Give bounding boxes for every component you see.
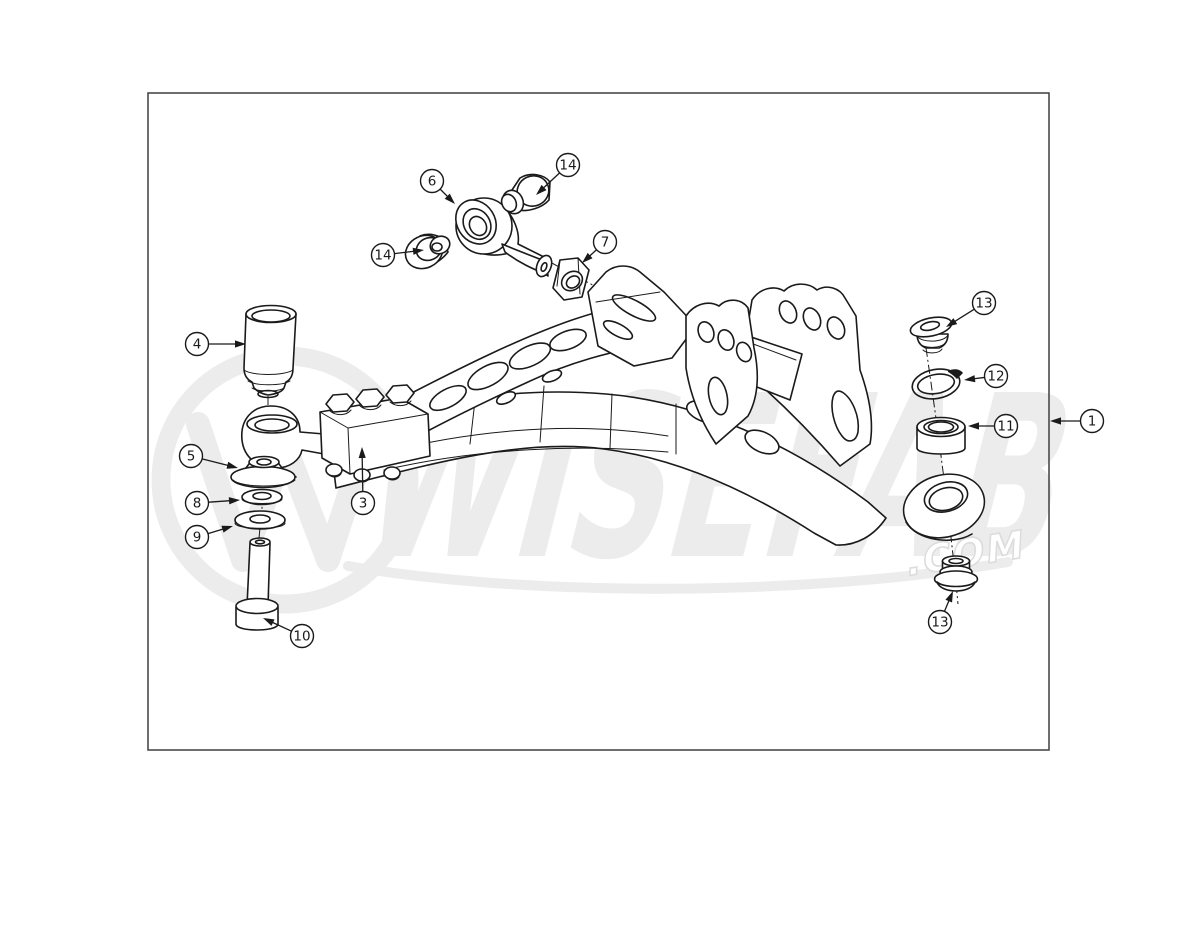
callout-circle xyxy=(971,290,997,316)
callout-number: 10 xyxy=(293,629,310,645)
callout-4: 4 xyxy=(184,331,246,357)
callout-number: 7 xyxy=(601,235,610,251)
part-cone-washer xyxy=(230,455,297,489)
callout-arrowhead-icon xyxy=(1050,417,1061,425)
callout-14: 14 xyxy=(536,152,581,195)
callout-arrowhead-icon xyxy=(945,591,953,603)
callout-arrowhead-icon xyxy=(968,422,979,430)
part-washer-large xyxy=(234,510,286,530)
part-rod-end-inner xyxy=(241,405,325,469)
part-cone-spacer-top xyxy=(500,173,551,215)
part-spherical-bushing xyxy=(916,416,966,455)
callout-arrowhead-icon xyxy=(358,447,366,459)
callout-number: 9 xyxy=(193,530,202,546)
callout-8: 8 xyxy=(184,490,240,516)
callout-arrowhead-icon xyxy=(412,247,424,255)
callout-number: 1 xyxy=(1088,414,1097,430)
callout-circle xyxy=(370,242,396,268)
drawing-frame xyxy=(147,92,1050,751)
callout-number: 4 xyxy=(193,337,202,353)
callout-13: 13 xyxy=(927,591,953,635)
part-ring-end xyxy=(902,473,986,542)
drawing-layer xyxy=(230,173,986,631)
callout-leader-line xyxy=(541,172,561,191)
part-pivot-bolt xyxy=(235,537,279,631)
callout-number: 13 xyxy=(975,296,992,312)
callout-number: 11 xyxy=(997,419,1014,435)
callout-arrowhead-icon xyxy=(226,461,238,469)
callout-3: 3 xyxy=(350,447,376,516)
callout-6: 6 xyxy=(419,168,455,204)
part-clamp-block xyxy=(319,384,431,483)
callout-arrowhead-icon xyxy=(582,252,593,263)
callout-leader-line xyxy=(208,499,233,503)
callout-leader-line xyxy=(394,250,417,255)
callout-circle xyxy=(927,609,953,635)
part-spacer-sleeve xyxy=(243,304,297,399)
part-snap-ring xyxy=(911,368,963,400)
part-rod-end-upper xyxy=(454,197,553,278)
callout-circle xyxy=(993,413,1019,439)
callout-1: 1 xyxy=(1050,408,1105,434)
callout-circle xyxy=(555,152,581,178)
callout-arrowhead-icon xyxy=(221,525,233,533)
clamp-bolt-tip-icon xyxy=(325,463,401,483)
callout-circle xyxy=(184,490,210,516)
clamp-bolt-icon xyxy=(325,384,415,416)
callout-arrowhead-icon xyxy=(946,318,958,327)
callout-13: 13 xyxy=(946,290,997,327)
callout-arrowhead-icon xyxy=(263,618,275,626)
callout-circle xyxy=(178,443,204,469)
part-bottom-cap xyxy=(933,555,979,592)
callout-leader-line xyxy=(201,458,231,467)
callout-circle xyxy=(983,363,1009,389)
callout-9: 9 xyxy=(184,524,233,550)
callout-11: 11 xyxy=(968,413,1019,439)
part-control-arm xyxy=(329,265,986,546)
callout-14: 14 xyxy=(370,242,424,268)
callout-number: 5 xyxy=(187,449,196,465)
callout-circle xyxy=(184,331,210,357)
callout-10: 10 xyxy=(263,618,315,649)
callout-leader-line xyxy=(207,527,226,535)
callout-arrowhead-icon xyxy=(964,375,976,383)
callout-arrowhead-icon xyxy=(235,340,246,348)
callout-number: 6 xyxy=(428,174,437,190)
callout-circle xyxy=(1079,408,1105,434)
watermark-swoosh xyxy=(343,557,1013,594)
callout-number: 14 xyxy=(559,158,576,174)
callout-5: 5 xyxy=(178,443,238,469)
callout-leader-line xyxy=(269,620,292,632)
callout-number: 3 xyxy=(359,496,368,512)
callout-number: 12 xyxy=(987,369,1004,385)
callout-number: 8 xyxy=(193,496,202,512)
part-cone-spacer-left xyxy=(404,233,451,270)
callout-leader-line xyxy=(361,454,364,492)
part-washer-small xyxy=(241,488,283,506)
part-jam-nut xyxy=(552,257,590,301)
callout-circle xyxy=(350,490,376,516)
callout-arrowhead-icon xyxy=(444,193,455,204)
callout-number: 13 xyxy=(931,615,948,631)
callout-7: 7 xyxy=(582,229,618,263)
callout-circle xyxy=(592,229,618,255)
callout-number: 14 xyxy=(374,248,391,264)
callout-arrowhead-icon xyxy=(228,497,240,505)
callout-circle xyxy=(184,524,210,550)
callout-leader-line xyxy=(952,308,975,324)
callout-12: 12 xyxy=(964,363,1009,389)
callout-circle xyxy=(289,623,315,649)
callout-arrowhead-icon xyxy=(536,184,547,195)
callout-circle xyxy=(419,168,445,194)
